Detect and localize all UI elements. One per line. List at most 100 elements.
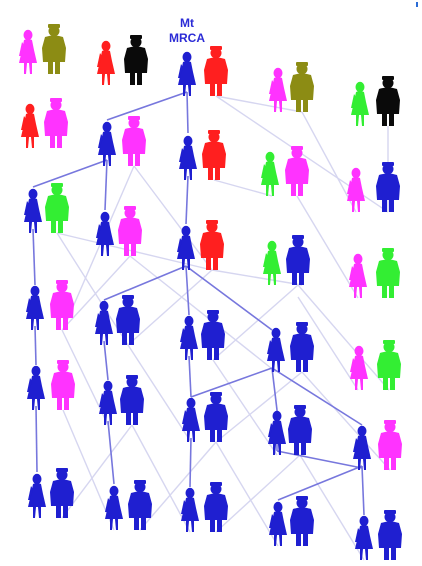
couple-r5-e [353,420,402,470]
man-figure [44,98,68,148]
maternal-link [189,437,192,488]
maternal-link [103,265,187,301]
couple-r5-c [182,392,228,442]
couple-r1-e [351,76,400,126]
maternal-link [277,465,363,501]
faint-link [301,371,391,471]
maternal-link [271,367,278,411]
faint-link [212,284,299,361]
couple-r4-d [267,322,314,372]
couple-r6-a [28,468,74,518]
woman-figure [181,487,199,532]
faint-link [62,165,135,331]
man-figure [285,146,309,196]
faint-link [212,359,278,456]
faint-link [213,179,273,197]
woman-figure [95,300,113,345]
man-figure [50,280,74,330]
man-figure [290,322,314,372]
man-figure [201,310,225,360]
faint-link [127,344,192,443]
maternal-link [185,265,190,316]
man-figure [45,183,69,233]
man-figure [204,46,228,96]
couple-r2-c [179,130,226,180]
man-figure [290,496,314,546]
couple-r6-c [181,482,228,532]
faint-link [131,424,191,533]
couple-r3-b [96,206,142,256]
woman-figure [19,29,37,74]
man-figure [51,360,75,410]
faint-link [301,111,357,213]
maternal-link [188,355,192,398]
couple-r5-b [99,375,144,425]
couple-r5-a [27,360,75,410]
couple-r1-a [19,24,66,74]
man-figure [290,62,314,112]
woman-figure [21,103,39,148]
maternal-link [32,159,108,188]
faint-link [215,371,303,443]
couple-r2-b [98,116,146,166]
maternal-link [185,265,273,331]
woman-figure [178,51,196,96]
couple-r3-c [177,220,224,270]
man-figure [376,162,400,212]
woman-figure [269,67,287,112]
woman-figure [349,253,367,298]
couple-r1-b [97,35,148,85]
maternal-link [190,367,273,398]
faint-link [61,424,133,519]
man-figure [204,392,228,442]
woman-figure [99,380,117,425]
woman-figure [98,121,116,166]
man-figure [42,24,66,74]
faint-link [215,441,279,547]
woman-figure [351,81,369,126]
woman-figure [24,188,42,233]
man-figure [376,248,400,298]
woman-figure [267,327,285,372]
couple-r2-d [261,146,309,196]
man-figure [200,220,224,270]
woman-figure [179,135,197,180]
couple-r4-c [180,310,225,360]
man-figure [122,116,146,166]
couple-r4-b [95,295,140,345]
maternal-links [32,91,365,516]
couple-r1-d [269,62,314,112]
man-figure [120,375,144,425]
couple-r3-a [24,183,69,233]
maternal-link [361,465,365,516]
woman-figure [347,167,365,212]
woman-figure [182,397,200,442]
man-figure [116,295,140,345]
faint-link [297,284,390,391]
woman-figure [26,285,44,330]
woman-figure [269,501,287,546]
maternal-link [34,325,37,366]
man-figure [124,35,148,85]
couple-r4-a [26,280,74,330]
maternal-link [271,367,363,426]
woman-figure [180,315,198,360]
woman-figure [28,473,46,518]
couple-mrca [178,46,228,96]
woman-figure [105,485,123,530]
woman-figure [263,240,281,285]
woman-figure [27,365,45,410]
man-figure [378,420,402,470]
man-figure [50,468,74,518]
couple-r5-d [268,405,312,455]
man-figure [377,340,401,390]
couple-r2-e [347,162,400,212]
maternal-link [35,405,38,473]
faint-link [139,441,217,531]
maternal-link [106,91,188,121]
maternal-link [32,228,36,286]
corner-mark [416,2,418,7]
woman-figure [355,515,373,560]
woman-figure [96,211,114,256]
faint-link [299,454,365,561]
